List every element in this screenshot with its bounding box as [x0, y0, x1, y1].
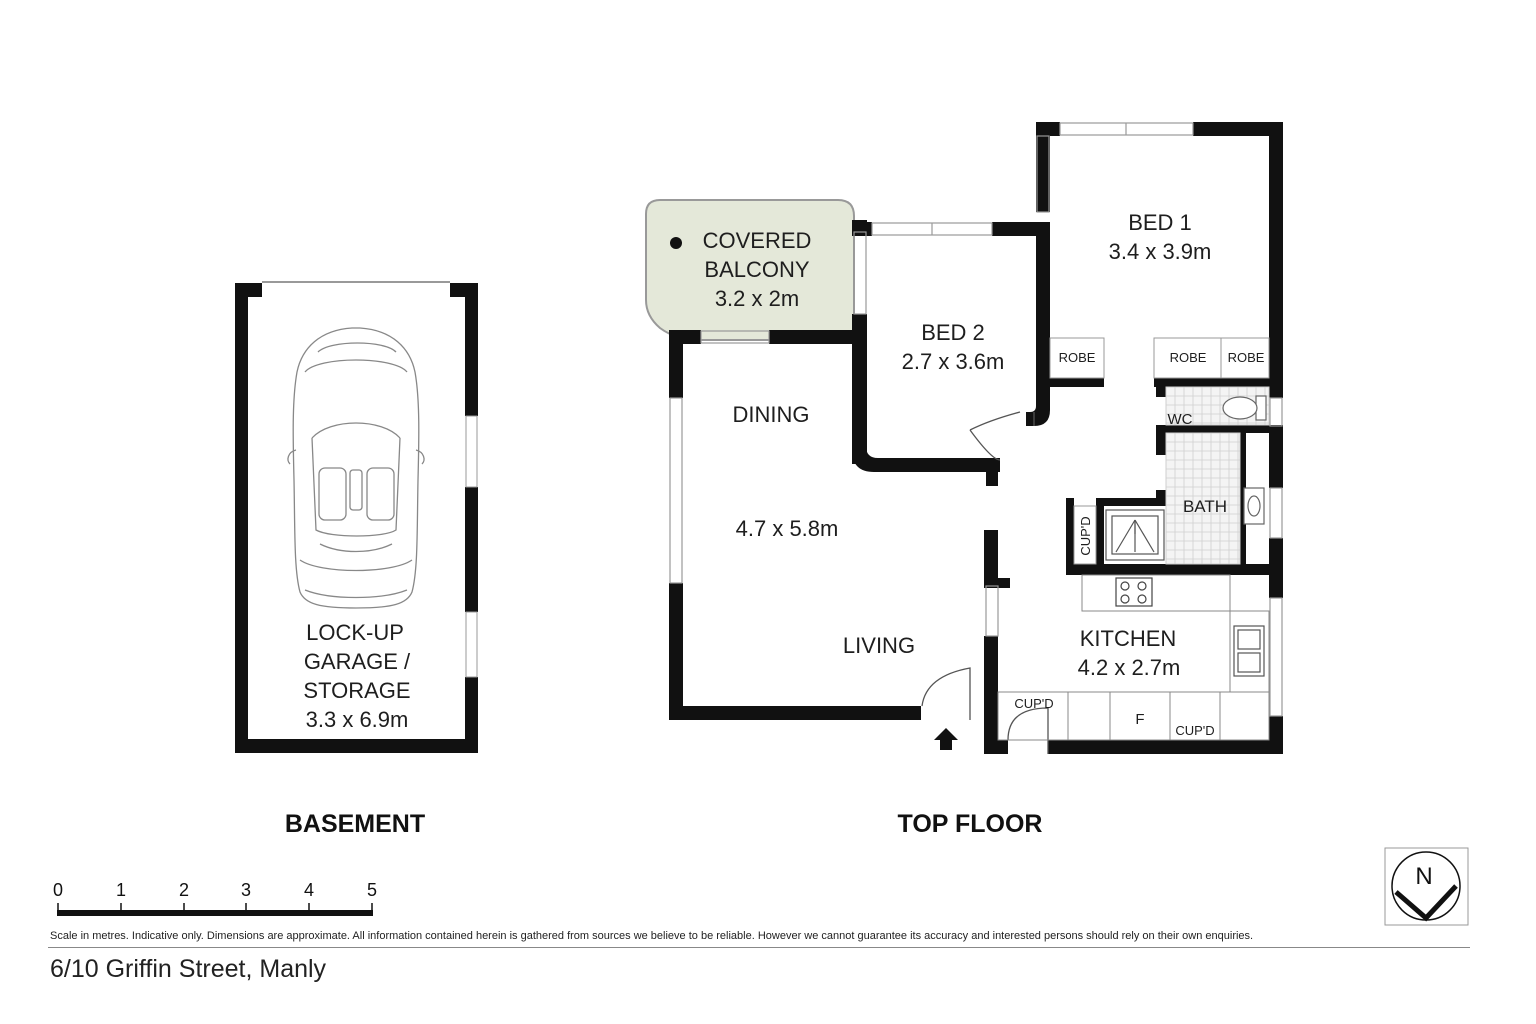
cupboard-outline [1073, 505, 1097, 565]
scale-tick-label: 5 [367, 880, 377, 900]
wall [992, 222, 1048, 236]
toilet-icon [1222, 395, 1267, 421]
cooktop-icon [1115, 577, 1153, 607]
wall [1156, 425, 1283, 433]
entry-arrow-icon [934, 728, 958, 750]
garage-structure [235, 281, 478, 753]
bed2-size: 2.7 x 3.6m [902, 349, 1005, 374]
wall [984, 740, 1008, 754]
wall [1026, 222, 1050, 426]
garage-label-1: LOCK-UP [306, 620, 404, 645]
living-label: LIVING [843, 633, 915, 658]
wall [1036, 122, 1060, 136]
scale-bar-line [57, 910, 373, 916]
garage-wall-right [465, 677, 478, 753]
kitchen-door [1007, 707, 1049, 754]
wall [1156, 433, 1166, 455]
disclaimer-text: Scale in metres. Indicative only. Dimens… [50, 930, 1254, 942]
wall [984, 636, 998, 754]
property-address: 6/10 Griffin Street, Manly [50, 955, 327, 983]
wall [1066, 498, 1074, 564]
wall [669, 706, 921, 720]
bed1-size: 3.4 x 3.9m [1109, 239, 1212, 264]
wall [669, 583, 683, 720]
wall [852, 440, 1000, 472]
bath-label: BATH [1183, 497, 1227, 516]
wall [1240, 433, 1246, 565]
garage-wall-left [235, 283, 248, 753]
scale-bar: 0 1 2 3 4 5 [53, 880, 377, 916]
wall [1156, 490, 1166, 502]
wall [669, 330, 701, 344]
garage-window [465, 415, 478, 488]
wall [852, 222, 872, 236]
dining-size: 4.7 x 5.8m [736, 516, 839, 541]
divider [48, 947, 1470, 948]
kitchen-benches [997, 574, 1270, 741]
garage-window [465, 611, 478, 678]
garage-size: 3.3 x 6.9m [306, 707, 409, 732]
robe-outlines [1049, 337, 1270, 379]
wall [984, 578, 1010, 588]
bed2-door [969, 411, 1021, 461]
windows [669, 122, 1283, 717]
basement-heading: BASEMENT [285, 810, 425, 838]
garage-label-2: GARAGE / [304, 649, 411, 674]
balcony-size: 3.2 x 2m [715, 286, 799, 311]
cupd-right-label: CUP'D [1175, 723, 1214, 738]
compass-letter: N [1415, 863, 1432, 890]
garage-label-3: STORAGE [303, 678, 410, 703]
wall [1050, 378, 1104, 387]
wall [1096, 498, 1104, 564]
garage-wall-bottom [235, 739, 478, 753]
scale-tick-label: 3 [241, 880, 251, 900]
wall [769, 330, 867, 344]
sink-icon [1233, 625, 1265, 677]
garage-wall-right [465, 283, 478, 416]
cupd-vertical-label: CUP'D [1078, 516, 1093, 555]
wall [1269, 122, 1283, 398]
scale-tick-label: 1 [116, 880, 126, 900]
garage-wall-right [465, 487, 478, 612]
wall [1096, 498, 1166, 506]
wall [984, 530, 998, 578]
kitchen-size: 4.2 x 2.7m [1078, 655, 1181, 680]
balcony-label-1: COVERED [703, 228, 812, 253]
bed2-label: BED 2 [921, 320, 985, 345]
robe-label: ROBE [1228, 350, 1265, 365]
wall [1066, 564, 1283, 575]
wc-label: WC [1168, 411, 1193, 428]
wall [1156, 387, 1166, 397]
top-floor-walls [669, 122, 1283, 754]
bed1-label: BED 1 [1128, 210, 1192, 235]
wall [986, 468, 998, 486]
robe-label: ROBE [1059, 350, 1096, 365]
top-floor-heading: TOP FLOOR [898, 810, 1043, 838]
dining-label: DINING [733, 402, 810, 427]
scale-tick-label: 0 [53, 880, 63, 900]
wall [1048, 740, 1283, 754]
wall [1154, 378, 1269, 387]
entry-door [921, 667, 971, 720]
wall [669, 330, 683, 398]
car-icon [287, 327, 425, 609]
scale-tick-label: 2 [179, 880, 189, 900]
basin-icon [1243, 487, 1265, 525]
cupd-left-label: CUP'D [1014, 696, 1053, 711]
scale-tick-label: 4 [304, 880, 314, 900]
wall [1269, 426, 1283, 488]
north-compass-icon: N [1384, 847, 1469, 926]
kitchen-label: KITCHEN [1080, 626, 1177, 651]
wall [1036, 122, 1050, 212]
fridge-label: F [1135, 711, 1144, 728]
balcony-label-2: BALCONY [704, 257, 809, 282]
robe-label: ROBE [1170, 350, 1207, 365]
shower-icon [1105, 509, 1165, 561]
wall [1193, 122, 1283, 136]
wall [852, 314, 867, 464]
balcony-post [670, 237, 682, 249]
